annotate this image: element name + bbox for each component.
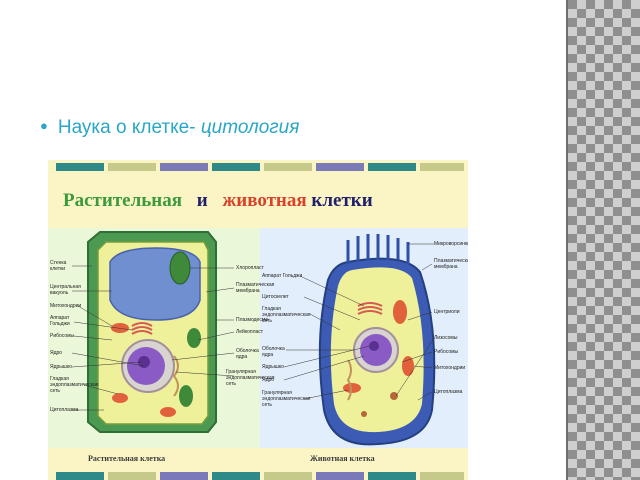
cell-comparison-figure: Растительная и животная клетки Стенка кл… [48,160,468,480]
mitochondrion [111,323,129,333]
bullet-emphasis: цитология [201,117,300,138]
label-plant-nucleus: Ядро [50,350,72,356]
bullet-icon: ● [40,118,48,133]
label-plant-smooth-er: Гладкая эндоплазматическая сеть [50,376,86,394]
label-centrioles: Центриоли [434,309,468,315]
title-and: и [197,190,208,211]
microvilli [348,234,408,264]
label-plant-nuclear-envelope: Оболочка ядра [236,348,260,360]
slide-canvas: ● Наука о клетке- цитология [0,0,568,480]
title-cells: клетки [311,190,372,211]
label-chloroplast: Хлоропласт [236,265,266,271]
label-animal-cytoplasm: Цитоплазма [434,389,468,395]
label-animal-mitochondria: Митохондрии [434,365,468,371]
label-animal-golgi: Аппарат Гольджи [262,273,304,279]
label-cytoskeleton: Цитоскелет [262,294,302,300]
label-lysosomes: Лизосомы [434,335,468,341]
label-plant-golgi: Аппарат Гольджи [50,315,74,327]
label-plant-cytoplasm: Цитоплазма [50,407,76,413]
title-animal: животная [222,190,306,211]
label-plant-plasma-membrane: Плазматическая мембрана [236,282,264,294]
animal-mitochondrion [393,300,407,324]
chloroplast [170,252,190,284]
label-plant-nucleolus: Ядрышко [50,364,74,370]
title-plant: Растительная [63,190,182,211]
label-plant-ribosomes: Рибосомы [50,333,76,339]
caption-animal-cell: Животная клетка [310,454,375,463]
bottom-stripe-bar [56,472,464,480]
figure-title: Растительная и животная клетки [63,190,373,212]
label-leucoplast: Лейкопласт [236,329,264,335]
top-stripe-bar [48,160,468,174]
label-plasmodesma: Плазмодесма [236,317,264,323]
label-central-vacuole: Центральная вакуоль [50,284,74,296]
decorative-side-pattern [568,0,640,480]
label-animal-plasma-membrane: Плазматическая мембрана [434,258,468,270]
chloroplast-2 [187,328,201,348]
label-animal-ribosomes: Рибосомы [434,349,468,355]
label-animal-nuclear-envelope: Оболочка ядра [262,346,286,358]
label-plant-rough-er: Гранулярная эндоплазматическая сеть [226,369,262,387]
label-cell-wall: Стенка клетки [50,260,72,272]
animal-nucleolus [369,341,379,351]
bullet-text: Наука о клетке- [58,117,201,138]
label-animal-rough-er: Гранулярная эндоплазматическая сеть [262,390,302,408]
bullet-item: ● Наука о клетке- цитология [40,117,299,139]
label-animal-nucleolus: Ядрышко [262,364,288,370]
plant-cell [88,232,216,432]
label-animal-smooth-er: Гладкая эндоплазматическая сеть [262,306,308,324]
caption-plant-cell: Растительная клетка [88,454,165,463]
label-microvilli: Микроворсинки [434,241,468,247]
label-plant-mitochondria: Митохондрии [50,303,82,309]
label-animal-nucleus: Ядро [262,377,282,383]
